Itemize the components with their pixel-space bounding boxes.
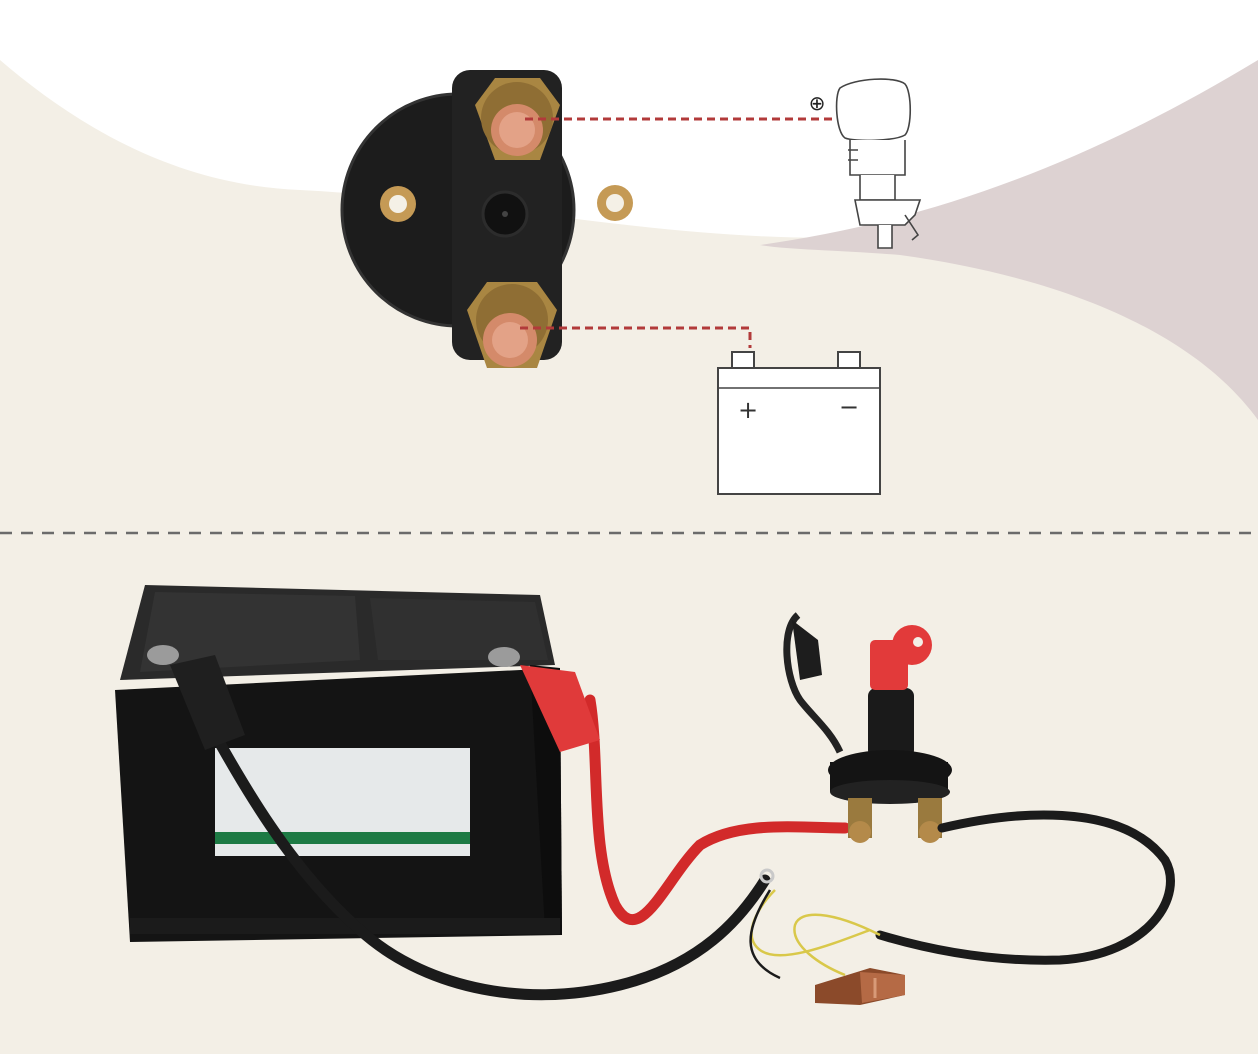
top-terminal [475,78,560,160]
right-mounting-hole [597,185,633,221]
switch-back-view [340,70,633,368]
positive-cable [584,694,851,926]
right-mauve-wave [760,60,1258,420]
negative-cable-boot [170,655,245,750]
motor-polarity-symbol: ⊕ [809,91,826,115]
key-switch-photo [783,612,952,843]
positive-cable-boot [520,665,600,752]
negative-ring-terminal [759,868,775,884]
output-cable [875,810,1175,965]
left-mounting-hole [380,186,416,222]
car-battery-photo [115,585,562,942]
ground-lead-black [749,889,781,980]
battery-minus-symbol: − [839,393,859,421]
outboard-motor-icon [835,78,922,249]
bottom-terminal [467,282,557,368]
copper-connector [815,968,905,1005]
battery-plus-symbol: + [738,396,758,424]
battery-icon [717,351,881,495]
negative-cable [184,684,771,1001]
switch-key [870,625,932,690]
